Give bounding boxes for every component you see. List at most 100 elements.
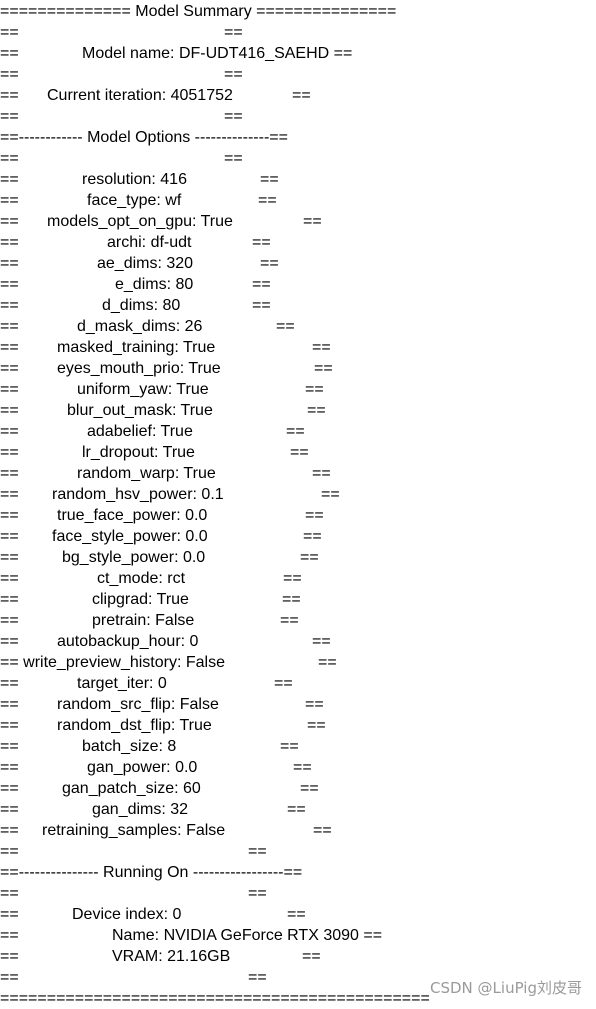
summary-line: ==== [0,106,596,127]
line-text: == [305,507,324,524]
line-text: ae_dims: 320 [97,255,194,272]
summary-line: ==random_hsv_power: 0.1== [0,484,596,505]
line-text: == [0,444,19,461]
summary-line: ==pretrain: False== [0,610,596,631]
line-text: random_warp: True [77,465,216,482]
summary-line: ==face_type: wf== [0,190,596,211]
line-text: == [276,318,295,335]
summary-line: ==Model name: DF-UDT416_SAEHD == [0,43,596,64]
line-text: == [0,360,19,377]
line-text: == [0,87,19,104]
summary-line: ==masked_training: True== [0,337,596,358]
line-text: == [0,717,19,734]
summary-line: ==ct_mode: rct== [0,568,596,589]
summary-line: == write_preview_history: False== [0,652,596,673]
line-text: eyes_mouth_prio: True [57,360,221,377]
line-text: ============== Model Summary ===========… [0,3,397,20]
line-text: == [0,822,19,839]
line-text: ==------------ Model Options -----------… [0,129,288,146]
line-text: == [0,276,19,293]
line-text: == [287,906,306,923]
summary-line: == d_dims: 80 == [0,295,596,316]
summary-line: ==retraining_samples: False== [0,820,596,841]
line-text: == [280,612,299,629]
line-text: == [0,171,19,188]
line-text: archi: df-udt [107,234,192,251]
line-text: == [293,759,312,776]
line-text: == [0,738,19,755]
line-text: == [305,381,324,398]
line-text: == [0,150,19,167]
line-text: == [0,381,19,398]
line-text: e_dims: 80 [115,276,194,293]
summary-line: ==lr_dropout: True== [0,442,596,463]
summary-line: ==gan_dims: 32== [0,799,596,820]
line-text: == [302,948,321,965]
line-text: == [0,885,19,902]
line-text: == [0,759,19,776]
line-text: pretrain: False [92,612,195,629]
line-text: == [0,591,19,608]
line-text: == [280,738,299,755]
line-text: == [313,822,332,839]
line-text: == [260,255,279,272]
line-text: random_hsv_power: 0.1 [52,486,224,503]
line-text: == [0,255,19,272]
line-text: d_dims: 80 [102,297,181,314]
summary-line: ==Current iteration: 4051752== [0,85,596,106]
line-text: == [0,486,19,503]
line-text: d_mask_dims: 26 [77,318,203,335]
line-text: == [274,675,293,692]
summary-line: ==batch_size: 8== [0,736,596,757]
line-text: == [314,360,333,377]
summary-line: ==--------------- Running On -----------… [0,862,596,883]
line-text: Device index: 0 [72,906,182,923]
line-text: gan_power: 0.0 [87,759,198,776]
summary-line: ==face_style_power: 0.0== [0,526,596,547]
line-text: == [224,24,243,41]
line-text: lr_dropout: True [82,444,195,461]
line-text: == [0,906,19,923]
line-text: true_face_power: 0.0 [57,507,208,524]
line-text: == [252,276,271,293]
line-text: == [307,402,326,419]
line-text: == [258,192,277,209]
line-text: == write_preview_history: False [0,654,225,671]
line-text: == [248,969,267,986]
line-text: gan_dims: 32 [92,801,189,818]
summary-line: ==gan_patch_size: 60== [0,778,596,799]
summary-line: ==clipgrad: True== [0,589,596,610]
line-text: == [252,297,271,314]
line-text: == [224,66,243,83]
line-text: == [300,549,319,566]
summary-line: == d_mask_dims: 26 == [0,316,596,337]
summary-line: ==blur_out_mask: True== [0,400,596,421]
summary-line: ==== [0,22,596,43]
line-text: Current iteration: 4051752 [47,87,233,104]
summary-line: ==== [0,148,596,169]
line-text: == [0,969,19,986]
line-text: == [0,318,19,335]
summary-line: == eyes_mouth_prio: True == [0,358,596,379]
line-text: random_dst_flip: True [57,717,212,734]
line-text: == [252,234,271,251]
line-text: resolution: 416 [82,171,187,188]
line-text: == [248,885,267,902]
line-text: uniform_yaw: True [77,381,209,398]
summary-line: == ae_dims: 320 == [0,253,596,274]
line-text: == [312,633,331,650]
line-text: Model name: DF-UDT416_SAEHD == [82,45,353,62]
summary-line: == e_dims: 80 == [0,274,596,295]
line-text: == [300,780,319,797]
line-text: VRAM: 21.16GB [112,948,231,965]
line-text: == [0,108,19,125]
line-text: == [286,423,305,440]
line-text: == [283,570,302,587]
line-text: == [0,843,19,860]
summary-line: == uniform_yaw: True == [0,379,596,400]
summary-line: ==bg_style_power: 0.0== [0,547,596,568]
line-text: == [0,675,19,692]
watermark: CSDN @LiuPig刘皮哥 [430,979,582,997]
line-text: == [0,297,19,314]
